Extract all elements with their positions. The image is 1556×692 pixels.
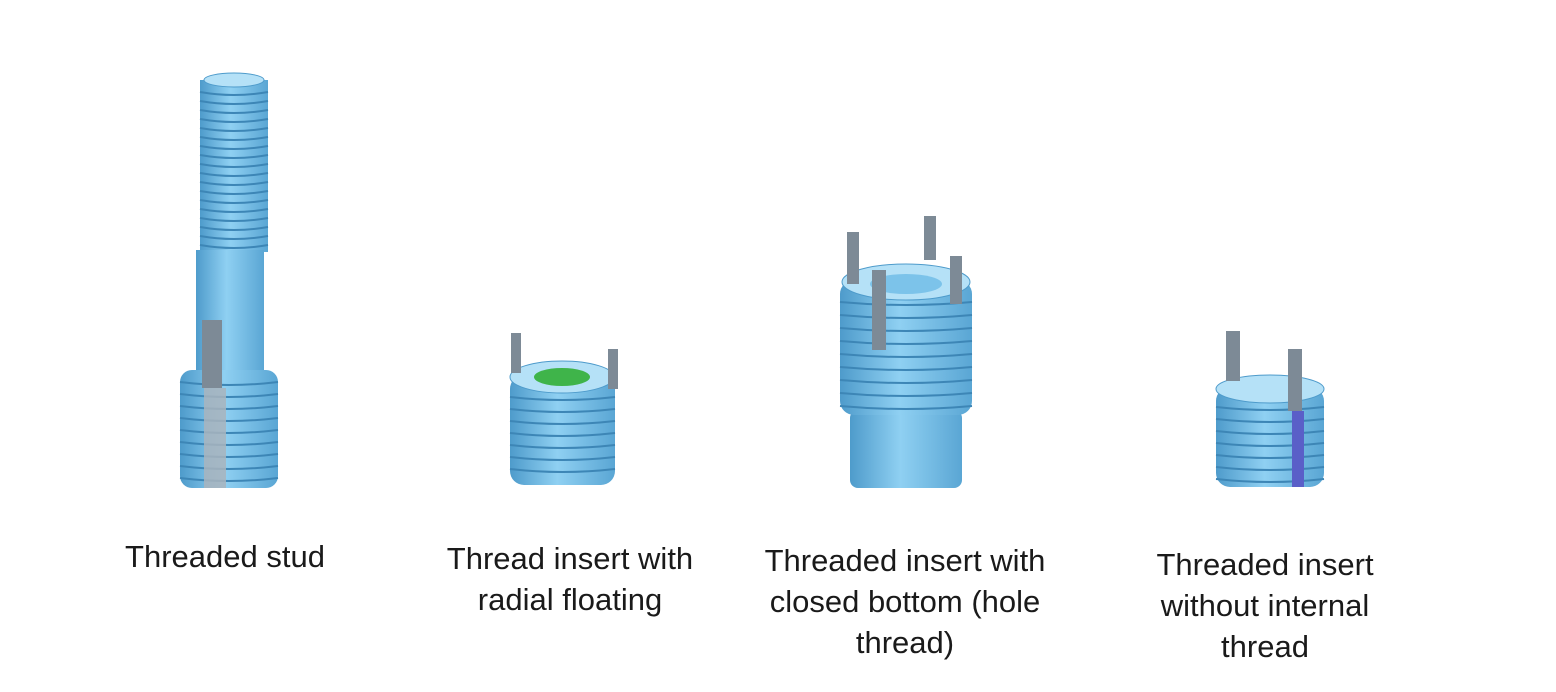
thread-line xyxy=(179,465,279,470)
thread-line xyxy=(199,181,269,186)
thread-line xyxy=(199,190,269,195)
thread-line xyxy=(1215,418,1325,423)
thread-line xyxy=(199,145,269,150)
thread-line xyxy=(179,453,279,458)
thread-line xyxy=(509,444,616,449)
caption-threaded-insert-no-internal-thread: Threaded insert without internal thread xyxy=(1156,547,1374,664)
caption-threaded-stud: Threaded stud xyxy=(125,539,325,574)
thread-line xyxy=(509,420,616,425)
thread-line xyxy=(199,118,269,123)
thread-line xyxy=(1215,442,1325,447)
thread-line xyxy=(199,109,269,114)
thread-line xyxy=(839,379,973,384)
thread-line xyxy=(179,393,279,398)
thread-line xyxy=(509,396,616,401)
thread-line xyxy=(839,392,973,397)
thread-line xyxy=(199,172,269,177)
thread-line xyxy=(199,163,269,168)
thread-line xyxy=(1215,454,1325,459)
caption-thread-insert-radial-floating: Thread insert with radial floating xyxy=(446,541,694,617)
thread-line xyxy=(199,127,269,132)
thread-line xyxy=(199,235,269,240)
caption-threaded-insert-closed-bottom: Threaded insert with closed bottom (hole… xyxy=(764,543,1046,660)
thread-line xyxy=(1215,478,1325,483)
floating-thread-insert-icon xyxy=(509,333,618,485)
thread-line xyxy=(199,199,269,204)
solid-threaded-insert-icon xyxy=(1215,331,1325,487)
thread-line xyxy=(199,154,269,159)
thread-line xyxy=(839,314,973,319)
thread-line xyxy=(179,381,279,386)
thread-line xyxy=(1215,406,1325,411)
thread-line xyxy=(199,244,269,249)
thread-line xyxy=(1215,466,1325,471)
thread-line xyxy=(199,136,269,141)
thread-line xyxy=(1215,430,1325,435)
thread-line xyxy=(509,468,616,473)
thread-line xyxy=(179,477,279,482)
thread-line xyxy=(199,208,269,213)
thread-line xyxy=(839,353,973,358)
thread-line xyxy=(179,429,279,434)
thread-line xyxy=(199,91,269,96)
thread-line xyxy=(509,408,616,413)
closed-bottom-insert-icon xyxy=(839,216,973,488)
thread-line xyxy=(509,456,616,461)
thread-line xyxy=(839,366,973,371)
threaded-stud-icon xyxy=(179,72,279,488)
thread-line xyxy=(199,100,269,105)
thread-line xyxy=(839,405,973,410)
thread-line xyxy=(179,405,279,410)
thread-line xyxy=(199,226,269,231)
thread-line xyxy=(509,432,616,437)
thread-line xyxy=(839,327,973,332)
thread-line xyxy=(839,340,973,345)
thread-line xyxy=(179,417,279,422)
thread-line xyxy=(179,441,279,446)
thread-line xyxy=(199,217,269,222)
